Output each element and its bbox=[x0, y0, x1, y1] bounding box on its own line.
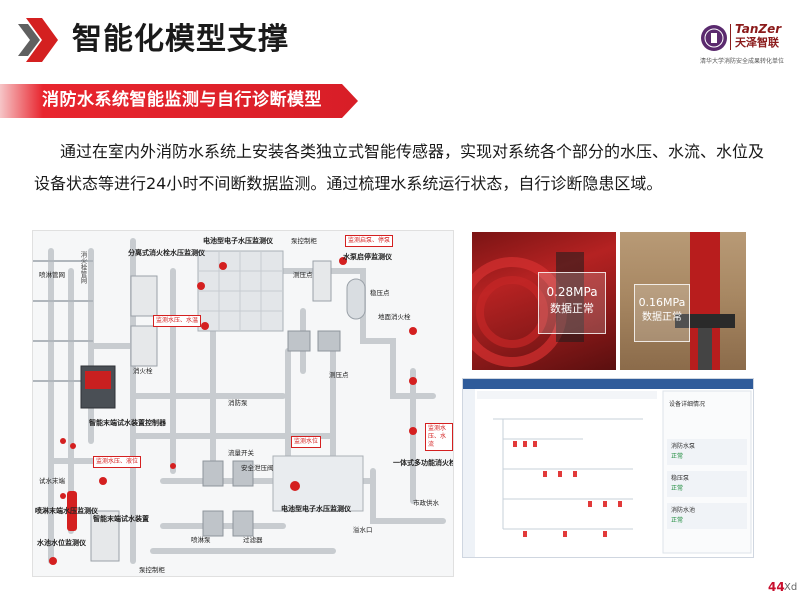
monitoring-software-screenshot: 设备详细情况 消防水泵 正常 稳压泵 正常 消防水池 正常 bbox=[462, 378, 754, 558]
label-pressure-point-2: 测压点 bbox=[329, 371, 349, 379]
label-fire-pump: 消防泵 bbox=[228, 399, 248, 407]
photo1-value: 0.28MPa bbox=[546, 285, 598, 299]
photo1-reading: 0.28MPa 数据正常 bbox=[538, 272, 606, 334]
logo-brand-cn: 天泽智联 bbox=[735, 36, 779, 49]
label-pump-room: 泵控制柜 bbox=[291, 237, 317, 245]
label-monitor-level: 监测水位 bbox=[291, 436, 322, 448]
label-pump-start: 水泵启停监测仪 bbox=[343, 253, 392, 261]
screen-item-2-status: 正常 bbox=[671, 485, 684, 492]
company-logo: TanZer 天泽智联 清华大学消防安全成果转化单位 bbox=[700, 22, 792, 70]
screen-item-2-name: 稳压泵 bbox=[671, 475, 690, 482]
logo-brand: TanZer bbox=[735, 22, 782, 36]
diagram-pipes bbox=[33, 238, 446, 565]
body-paragraph: 通过在室内外消防水系统上安装各类独立式智能传感器，实现对系统各个部分的水压、水流… bbox=[34, 142, 765, 193]
label-hydrant: 消火栓 bbox=[133, 367, 153, 375]
label-hydrant-pipe: 消火栓管网 bbox=[79, 251, 87, 284]
label-monitor-pressure-flow: 监测水压、水流 bbox=[425, 423, 453, 451]
page-title: 智能化模型支撑 bbox=[72, 22, 289, 57]
water-system-diagram: 分离式消火栓水压监测仪 电池型电子水压监测仪 水泵启停监测仪 监测启泵、停泵 泵… bbox=[32, 230, 454, 577]
screen-item-1-status: 正常 bbox=[671, 453, 684, 460]
label-terminal-test-valve: 智能末端试水装置 bbox=[93, 515, 149, 523]
label-monitor-pressure-level: 监测水压、水温 bbox=[153, 315, 202, 327]
label-test-valve-controller: 智能末端试水装置控制器 bbox=[89, 419, 166, 427]
university-emblem-icon bbox=[701, 25, 727, 51]
screen-art bbox=[463, 379, 753, 557]
photo1-art bbox=[472, 252, 584, 367]
photo-hydrant-sensor: 0.28MPa 数据正常 bbox=[472, 232, 616, 370]
label-all-in-one: 一体式多功能消火栓水压监测仪 bbox=[393, 459, 453, 467]
label-pump-control: 泵控制柜 bbox=[139, 566, 165, 574]
photo2-art bbox=[675, 232, 735, 370]
label-stabilizer: 稳压点 bbox=[370, 289, 390, 297]
label-water-level-monitor: 水池水位监测仪 bbox=[37, 539, 86, 547]
page-suffix: Xd bbox=[784, 582, 798, 593]
chevron-decoration bbox=[18, 18, 58, 62]
label-flow-switch: 流量开关 bbox=[228, 449, 254, 457]
section-banner-title: 消防水系统智能监测与自行诊断模型 bbox=[42, 90, 322, 110]
label-monitor-pump: 监测启泵、停泵 bbox=[345, 235, 394, 247]
label-split-hydrant: 分离式消火栓水压监测仪 bbox=[128, 249, 205, 257]
photo2-value: 0.16MPa bbox=[638, 296, 686, 309]
photo-outdoor-hydrant: 0.16MPa 数据正常 bbox=[620, 232, 746, 370]
label-end-pressure-monitor: 喷淋末端水压监测仪 bbox=[35, 507, 98, 515]
screen-panel-title: 设备详细情况 bbox=[669, 401, 706, 408]
label-spray-pump: 喷淋泵 bbox=[191, 536, 211, 544]
label-spray-pipe: 喷淋管网 bbox=[39, 271, 65, 279]
page-number: 44 bbox=[768, 580, 785, 594]
label-test-end: 试水末端 bbox=[39, 477, 65, 485]
logo-subtitle: 清华大学消防安全成果转化单位 bbox=[700, 58, 785, 65]
label-filter: 过滤器 bbox=[243, 536, 263, 544]
section-banner bbox=[0, 84, 358, 118]
photo2-reading: 0.16MPa 数据正常 bbox=[634, 284, 690, 342]
photo1-status: 数据正常 bbox=[550, 302, 594, 315]
label-pressure-point: 测压点 bbox=[293, 271, 313, 279]
screen-item-1-name: 消防水泵 bbox=[671, 443, 696, 450]
label-battery-water: 电池型电子水压监测仪 bbox=[203, 237, 273, 245]
photo2-status: 数据正常 bbox=[642, 312, 682, 323]
logo-divider bbox=[730, 24, 731, 50]
label-water-inlet: 市政供水 bbox=[413, 499, 439, 507]
label-drain: 溢水口 bbox=[353, 526, 373, 534]
label-monitor-pressure-level2: 监测水压、液位 bbox=[93, 456, 142, 468]
label-safety-valve: 安全泄压阀 bbox=[241, 464, 274, 472]
label-ground-hydrant: 地面消火栓 bbox=[378, 313, 411, 321]
screen-item-3-name: 消防水池 bbox=[671, 507, 696, 514]
screen-item-3-status: 正常 bbox=[671, 517, 684, 524]
label-battery-water-2: 电池型电子水压监测仪 bbox=[281, 505, 351, 513]
